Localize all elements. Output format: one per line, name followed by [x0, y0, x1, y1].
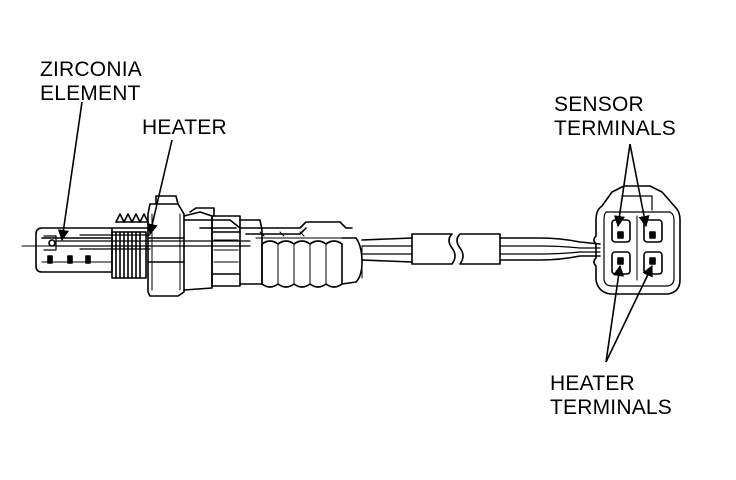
sensor-terminals-line2: TERMINALS: [554, 117, 676, 140]
heater-rod: [79, 234, 151, 250]
zirconia-label-line2: ELEMENT: [40, 82, 141, 105]
heater-terminals-label: HEATER TERMINALS: [550, 372, 672, 420]
heater-terminal-arrow-right: [605, 264, 653, 363]
zirconia-leader-arrow: [57, 101, 83, 242]
sensor-tip: [35, 227, 113, 273]
hex-nut: [147, 195, 185, 297]
zirconia-element: [55, 240, 251, 247]
heater-label: HEATER: [142, 116, 227, 140]
sensor-terminals-line1: SENSOR: [554, 93, 644, 116]
sensor-housing: [183, 207, 263, 291]
zirconia-element-label: ZIRCONIA ELEMENT: [40, 58, 142, 106]
connector-wires: [499, 237, 601, 261]
sensor-terminals-label: SENSOR TERMINALS: [554, 93, 676, 141]
heater-terminals-line1: HEATER: [550, 372, 635, 395]
sensor-terminal-arrow-left: [613, 143, 631, 228]
cable-sheath: [411, 233, 501, 265]
sensor-terminal-arrow-right: [629, 143, 650, 228]
heater-terminal-arrow-left: [605, 264, 625, 363]
zirconia-label-line1: ZIRCONIA: [40, 58, 142, 81]
threaded-section: [111, 213, 151, 279]
housing-cutaway: [183, 219, 353, 239]
heater-terminals-line2: TERMINALS: [550, 396, 672, 419]
connector-housing: [593, 185, 681, 295]
rubber-boot: [261, 237, 363, 288]
heater-label-text: HEATER: [142, 116, 227, 139]
wire-harness: [361, 237, 413, 263]
heater-leader-arrow: [146, 139, 173, 236]
